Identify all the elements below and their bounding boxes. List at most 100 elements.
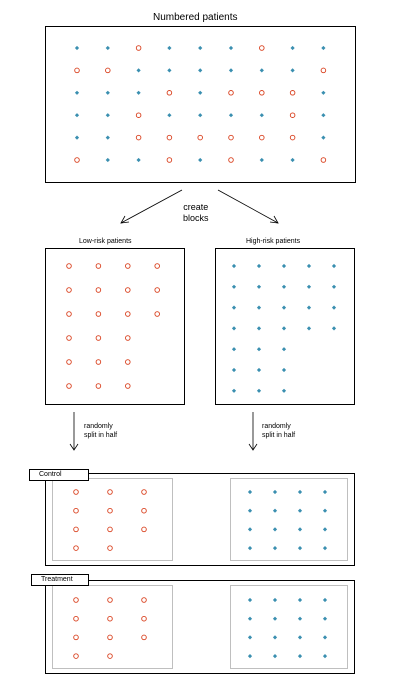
high-risk-patient-marker: [259, 113, 264, 118]
split-note-line1: randomly: [262, 423, 291, 430]
high-risk-patient-marker: [231, 326, 237, 331]
low-risk-patient-marker: [320, 157, 327, 163]
high-risk-patient-marker: [272, 635, 278, 640]
low-risk-patient-marker: [125, 311, 131, 317]
high-risk-patient-marker: [259, 157, 264, 163]
high-risk-patient-marker: [105, 90, 110, 95]
low-risk-split-note: randomly split in half: [84, 422, 117, 440]
low-risk-patient-marker: [73, 597, 79, 603]
low-risk-patient-marker: [259, 90, 265, 96]
high-risk-patient-marker: [198, 157, 203, 163]
high-risk-patient-marker: [281, 263, 287, 269]
low-risk-patient-marker: [95, 263, 102, 269]
high-risk-title: High-risk patients: [246, 238, 301, 245]
high-risk-patient-marker: [297, 654, 303, 659]
high-risk-patient-marker: [247, 546, 253, 551]
low-risk-patient-marker: [73, 653, 79, 659]
split-note-line2: split in half: [262, 432, 296, 439]
high-risk-patient-marker: [256, 284, 262, 289]
high-risk-patient-marker: [247, 635, 253, 640]
high-risk-patient-marker: [321, 90, 326, 95]
high-risk-patient-marker: [228, 45, 234, 51]
high-risk-patient-marker: [272, 654, 278, 659]
low-risk-patient-marker: [66, 335, 72, 341]
high-risk-patient-marker: [231, 284, 237, 289]
high-risk-patient-marker: [281, 284, 287, 289]
low-risk-patient-marker: [107, 507, 113, 514]
high-risk-patient-marker: [105, 157, 110, 163]
high-risk-patient-marker: [322, 508, 328, 513]
high-risk-patient-marker: [290, 45, 295, 51]
high-risk-patient-marker: [198, 45, 203, 51]
treatment-low-risk-box: [52, 585, 173, 669]
low-risk-patient-marker: [141, 597, 147, 603]
high-risk-patient-marker: [272, 616, 278, 621]
control-box: [45, 473, 355, 566]
low-risk-title: Low-risk patients: [79, 238, 132, 245]
high-risk-patient-marker: [281, 388, 287, 393]
low-risk-patient-marker: [289, 134, 296, 141]
low-risk-patient-marker: [73, 489, 79, 495]
high-risk-patient-marker: [256, 263, 262, 269]
low-risk-patient-marker: [135, 45, 142, 51]
create-blocks-line1: create: [183, 202, 209, 212]
high-risk-patient-marker: [231, 388, 237, 393]
low-risk-patient-marker: [141, 634, 147, 641]
low-risk-patient-marker: [166, 157, 173, 163]
high-risk-patient-marker: [297, 489, 303, 495]
low-risk-patient-marker: [135, 134, 142, 141]
high-risk-patient-marker: [290, 157, 295, 163]
high-risk-patient-marker: [105, 135, 110, 140]
treatment-high-risk-box: [230, 585, 348, 669]
low-risk-patient-marker: [74, 67, 80, 74]
high-risk-patient-marker: [247, 654, 253, 659]
high-risk-patient-marker: [247, 489, 253, 495]
low-risk-patient-marker: [197, 134, 203, 141]
numbered-patients-box: [45, 26, 356, 183]
high-risk-patient-marker: [321, 135, 326, 140]
high-risk-patient-marker: [256, 305, 262, 310]
low-risk-patient-marker: [107, 545, 113, 551]
low-risk-patient-marker: [73, 507, 79, 514]
high-risk-patient-marker: [272, 546, 278, 551]
high-risk-patient-marker: [306, 284, 312, 289]
create-blocks-line2: blocks: [183, 213, 209, 223]
low-risk-patient-marker: [125, 359, 131, 365]
low-risk-patient-marker: [66, 311, 72, 317]
control-low-risk-box: [52, 478, 173, 561]
high-risk-patient-marker: [247, 616, 253, 621]
arrow-to-high-risk: [217, 189, 279, 224]
low-risk-box: [45, 248, 185, 405]
high-risk-patient-marker: [167, 113, 172, 118]
high-risk-patient-marker: [322, 616, 328, 621]
high-risk-patient-marker: [136, 90, 141, 95]
high-risk-patient-marker: [105, 113, 110, 118]
low-risk-patient-marker: [154, 263, 160, 269]
low-risk-patient-marker: [141, 507, 147, 514]
low-risk-patient-marker: [289, 90, 296, 96]
low-risk-patient-marker: [125, 263, 131, 269]
low-risk-patient-marker: [73, 615, 79, 622]
high-risk-patient-marker: [256, 326, 262, 331]
low-risk-patient-marker: [228, 134, 234, 141]
high-risk-patient-marker: [331, 284, 337, 289]
low-risk-patient-marker: [95, 311, 102, 317]
high-risk-patient-marker: [198, 113, 203, 118]
high-risk-patient-marker: [231, 367, 237, 373]
low-risk-patient-marker: [154, 311, 160, 317]
low-risk-patient-marker: [259, 45, 265, 51]
split-note-line1: randomly: [84, 423, 113, 430]
high-risk-patient-marker: [74, 135, 80, 140]
high-risk-patient-marker: [74, 113, 80, 118]
high-risk-patient-marker: [228, 113, 234, 118]
low-risk-patient-marker: [66, 263, 72, 269]
arrow-split-high-risk: [248, 412, 258, 451]
low-risk-patient-marker: [107, 526, 113, 533]
high-risk-patient-marker: [256, 388, 262, 393]
low-risk-patient-marker: [107, 489, 113, 495]
high-risk-patient-marker: [281, 326, 287, 331]
low-risk-patient-marker: [141, 489, 147, 495]
arrow-to-low-risk: [120, 189, 183, 224]
low-risk-patient-marker: [259, 134, 265, 141]
